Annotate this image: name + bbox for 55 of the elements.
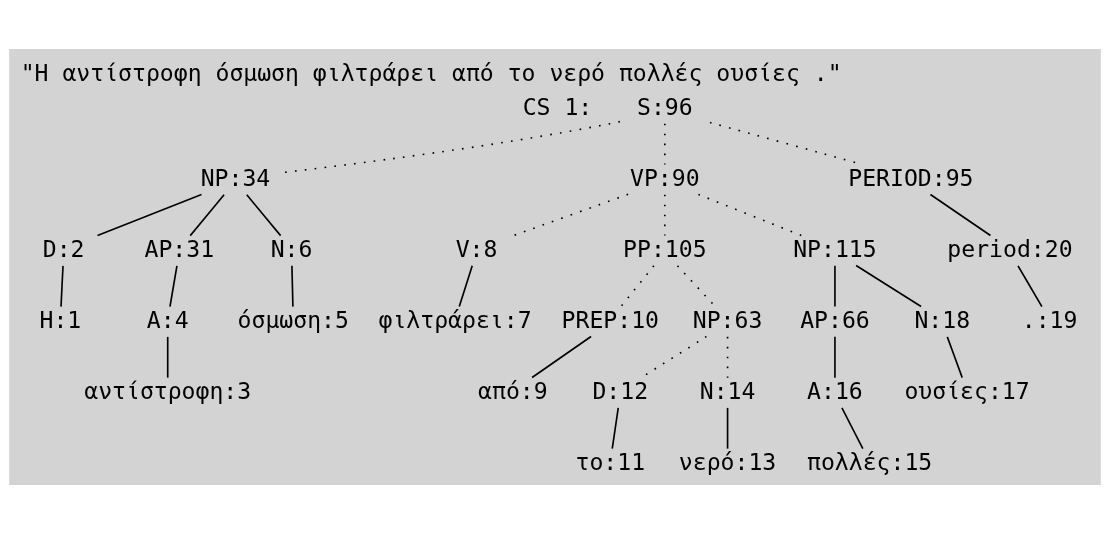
connector	[513, 193, 629, 237]
connector	[96, 193, 203, 237]
connector	[531, 335, 592, 379]
node-text: V:8	[455, 235, 498, 262]
connector	[946, 336, 964, 379]
node-text: ουσίες:17	[904, 377, 1030, 404]
node-text: period:20	[947, 235, 1073, 262]
connector	[245, 194, 282, 237]
connector	[697, 193, 803, 237]
node-text: PERIOD:95	[848, 164, 974, 191]
connector	[834, 336, 836, 379]
node-text: από:9	[478, 377, 548, 404]
node-text: .:19	[1021, 306, 1078, 333]
node-text: PP:105	[623, 235, 707, 262]
node-text: πολλές:15	[807, 448, 933, 475]
node-text: AP:66	[800, 306, 870, 333]
node-text: φιλτράρει:7	[378, 306, 532, 333]
node-text: S:96	[637, 93, 693, 120]
node-text: A:16	[807, 377, 863, 404]
node-text: N:18	[914, 306, 971, 333]
node-text: A:4	[146, 306, 189, 333]
diagram-title: "Η αντίστροφη όσμωση φιλτράρει από το νερό πολλές ουσίες ."	[20, 59, 842, 86]
connector	[620, 265, 655, 308]
connector	[664, 123, 666, 166]
label: CS 1:	[522, 93, 593, 120]
node-text: N:14	[699, 377, 756, 404]
node-text: νερό:13	[678, 448, 777, 475]
node-text: το:11	[575, 448, 646, 475]
node-text: NP:115	[793, 235, 877, 262]
connector	[664, 194, 666, 237]
connector	[855, 264, 922, 308]
connector	[726, 336, 729, 379]
connector	[1017, 265, 1043, 308]
node-text: Η:1	[39, 306, 82, 333]
connector	[169, 265, 178, 308]
connector	[166, 336, 169, 379]
connector	[929, 193, 992, 237]
connector	[834, 265, 836, 308]
connector	[189, 194, 225, 237]
node-text: PREP:10	[561, 306, 660, 333]
connector	[726, 407, 729, 450]
connector	[458, 265, 474, 308]
node-text: AP:31	[144, 235, 215, 262]
node-text: όσμωση:5	[237, 306, 349, 333]
connector	[291, 265, 294, 308]
node-text: αντίστροφη:3	[84, 377, 252, 404]
node-text: D:2	[42, 235, 85, 262]
connector	[611, 407, 620, 450]
node-text: NP:63	[692, 306, 763, 333]
node-text: N:6	[270, 235, 313, 262]
node-text: VP:90	[630, 164, 700, 191]
connector	[60, 265, 64, 308]
node-text: D:12	[592, 377, 649, 404]
node-text: NP:34	[200, 164, 271, 191]
connector	[841, 407, 864, 450]
